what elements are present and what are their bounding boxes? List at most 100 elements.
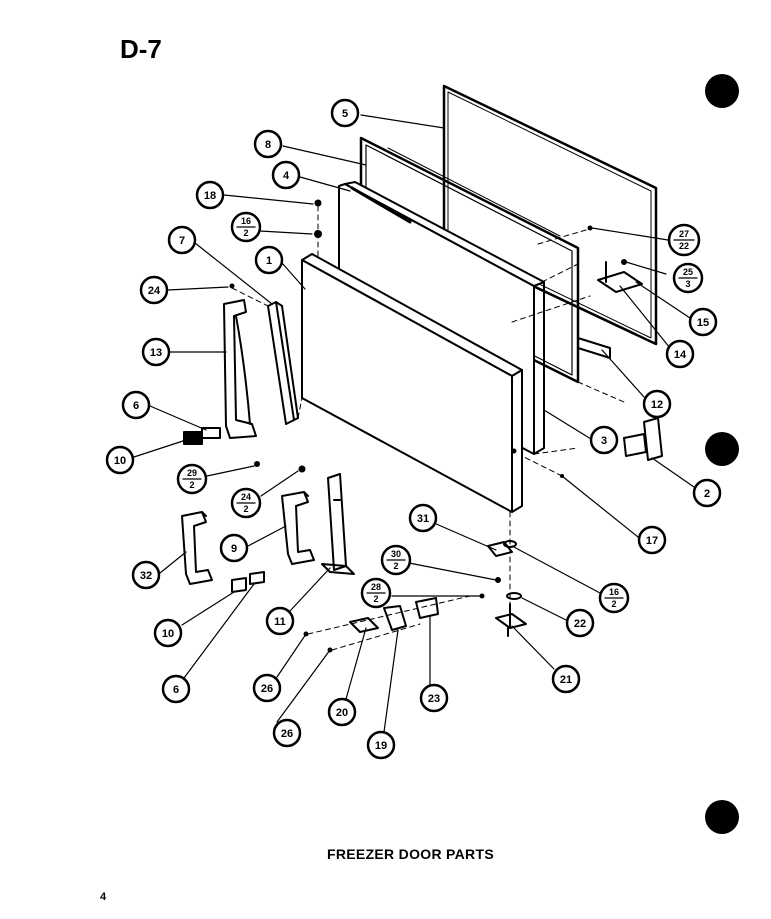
callout-27-22-den: 22 — [679, 241, 689, 251]
leader-lines — [133, 114, 695, 733]
part-5-gasket-frame — [442, 84, 658, 346]
page-number: 4 — [100, 891, 107, 903]
callout-11: 11 — [274, 616, 286, 628]
callout-19: 19 — [375, 740, 387, 752]
callout-circle-24 — [139, 275, 169, 305]
part-20-bracket — [349, 617, 379, 633]
callout-20: 20 — [336, 707, 348, 719]
callout-circle-3 — [589, 425, 619, 455]
callout-8: 8 — [265, 139, 271, 151]
callout-21: 21 — [560, 674, 572, 686]
part-31-bracket — [487, 541, 513, 557]
callout-28-2-den: 2 — [373, 594, 378, 604]
callout-circle-17 — [637, 525, 667, 555]
callout-1: 1 — [266, 255, 272, 267]
binder-hole-middle — [705, 432, 739, 466]
callout-circle-4 — [271, 160, 301, 190]
fraction-bars — [182, 226, 698, 599]
callout-16-2-lower-num: 16 — [609, 587, 619, 597]
callout-circle-6-lower — [161, 674, 191, 704]
diagram-caption: FREEZER DOOR PARTS — [0, 846, 771, 862]
callout-4: 4 — [283, 170, 290, 182]
callout-18: 18 — [204, 190, 216, 202]
part-23-bracket — [415, 597, 439, 619]
page-label: D-7 — [120, 34, 162, 64]
callout-24-2-num: 24 — [241, 492, 251, 502]
callout-7: 7 — [179, 235, 185, 247]
callout-circle-11 — [265, 606, 295, 636]
callout-16-2-upper-den: 2 — [243, 228, 248, 238]
callout-14: 14 — [674, 349, 687, 361]
part-12-rail — [577, 337, 611, 359]
part-13-handle-bracket — [223, 299, 257, 439]
callout-circle-5 — [330, 98, 360, 128]
callout-24: 24 — [148, 285, 161, 297]
callout-6-lower: 6 — [173, 684, 179, 696]
callout-circle-1 — [254, 245, 284, 275]
callout-28-2-num: 28 — [371, 582, 381, 592]
part-1-outer-door — [301, 253, 523, 513]
callout-circle-19 — [366, 730, 396, 760]
assembly-lines — [231, 205, 625, 651]
part-9-handle — [281, 491, 315, 565]
callout-circle-21 — [551, 664, 581, 694]
callout-25-3-den: 3 — [685, 279, 690, 289]
part-10-clip-upper — [183, 431, 203, 445]
callout-circle-8 — [253, 129, 283, 159]
callout-circle-10-lower — [153, 618, 183, 648]
callout-circle-2 — [692, 478, 722, 508]
part-11-hinge-plate — [321, 473, 355, 575]
callout-circle-20 — [327, 697, 357, 727]
callout-16-2-lower-den: 2 — [611, 599, 616, 609]
callout-circle-22 — [565, 608, 595, 638]
callout-26-upper: 26 — [261, 683, 273, 695]
callout-circle-12 — [642, 389, 672, 419]
part-2-end-cap — [623, 417, 663, 461]
callout-5: 5 — [342, 108, 348, 120]
callout-circle-26-upper — [252, 673, 282, 703]
callout-circle-9 — [219, 533, 249, 563]
callout-17: 17 — [646, 535, 658, 547]
part-21-hinge-pin — [495, 603, 527, 637]
callout-22: 22 — [574, 618, 586, 630]
callout-12: 12 — [651, 399, 663, 411]
part-10-clip-lower — [231, 577, 247, 593]
callout-circle-14 — [665, 339, 695, 369]
callout-circle-26-lower — [272, 718, 302, 748]
callout-6-upper: 6 — [133, 400, 139, 412]
part-22-washer — [506, 592, 522, 600]
callout-29-2-num: 29 — [187, 468, 197, 478]
part-32-handle — [181, 511, 213, 585]
callout-circle-23 — [419, 683, 449, 713]
callout-2: 2 — [704, 488, 710, 500]
callout-circle-6-upper — [121, 390, 151, 420]
callout-10-upper: 10 — [114, 455, 126, 467]
binder-hole-bottom — [705, 800, 739, 834]
callout-circle-7 — [167, 225, 197, 255]
hardware-screws — [229, 199, 627, 653]
callout-23: 23 — [428, 693, 440, 705]
callout-10-lower: 10 — [162, 628, 174, 640]
callout-9: 9 — [231, 543, 237, 555]
callout-25-3-num: 25 — [683, 267, 693, 277]
callout-16-2-upper-num: 16 — [241, 216, 251, 226]
part-14-15-bracket — [597, 261, 643, 293]
callout-circle-32 — [131, 560, 161, 590]
callout-circle-13 — [141, 337, 171, 367]
callout-30-2-den: 2 — [393, 561, 398, 571]
callout-27-22-num: 27 — [679, 229, 689, 239]
part-6-pad-lower — [249, 571, 265, 585]
callout-15: 15 — [697, 317, 709, 329]
caption-text: FREEZER DOOR PARTS — [327, 846, 494, 862]
binder-hole-top — [705, 74, 739, 108]
callout-32: 32 — [140, 570, 152, 582]
part-7-hinge-strip — [267, 301, 299, 425]
part-19-bracket — [383, 605, 407, 631]
callout-circle-10-upper — [105, 445, 135, 475]
callout-13: 13 — [150, 347, 162, 359]
callout-circle-31 — [408, 503, 438, 533]
callout-circle-18 — [195, 180, 225, 210]
callout-26-lower: 26 — [281, 728, 293, 740]
callout-3: 3 — [601, 435, 607, 447]
